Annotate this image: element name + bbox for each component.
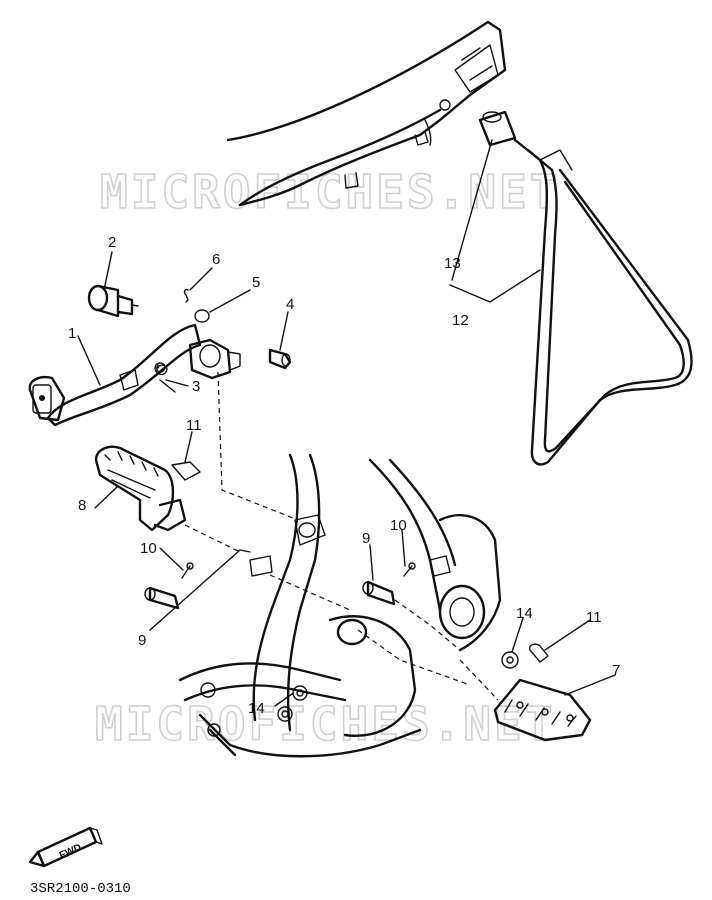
callout-11-left: 11 bbox=[186, 417, 202, 434]
callout-11-right: 11 bbox=[586, 609, 602, 626]
diagram-code: 3SR2100-0310 bbox=[30, 881, 131, 897]
washers bbox=[277, 651, 519, 722]
main-frame bbox=[178, 453, 502, 758]
callout-5: 5 bbox=[252, 274, 260, 291]
left-footrest bbox=[94, 445, 201, 532]
callout-7: 7 bbox=[612, 662, 620, 679]
sidestand bbox=[478, 110, 693, 466]
fwd-label: FWD bbox=[58, 842, 83, 861]
pivot-boss bbox=[183, 288, 241, 380]
callout-14-left: 14 bbox=[248, 700, 265, 717]
rear-frame bbox=[226, 20, 507, 207]
assembly-lines bbox=[184, 371, 499, 701]
callout-9-left: 9 bbox=[138, 632, 146, 649]
leader-lines bbox=[77, 139, 616, 707]
clevis-pin bbox=[268, 348, 292, 370]
watermark-top: MICROFICHES.NET bbox=[100, 165, 560, 219]
watermark-bottom: MICROFICHES.NET bbox=[95, 697, 555, 751]
fwd-arrow-icon: FWD bbox=[28, 826, 103, 868]
callout-6: 6 bbox=[212, 251, 220, 268]
callout-8: 8 bbox=[78, 497, 86, 514]
right-footrest bbox=[493, 643, 592, 742]
brake-pedal bbox=[28, 323, 202, 427]
callout-12: 12 bbox=[452, 312, 469, 329]
callout-13: 13 bbox=[444, 255, 461, 272]
callout-3: 3 bbox=[192, 378, 200, 395]
pivot-bolt bbox=[87, 284, 139, 318]
callout-14-right: 14 bbox=[516, 605, 533, 622]
callout-10-right: 10 bbox=[390, 517, 407, 534]
callouts: 2 6 5 4 1 3 11 8 13 12 10 9 9 10 14 11 7… bbox=[68, 234, 620, 717]
callout-2: 2 bbox=[108, 234, 116, 251]
callout-10-left: 10 bbox=[140, 540, 157, 557]
callout-4: 4 bbox=[286, 296, 294, 313]
callout-1: 1 bbox=[68, 325, 76, 342]
footrest-bolts bbox=[144, 562, 416, 610]
callout-9-right: 9 bbox=[362, 530, 370, 547]
